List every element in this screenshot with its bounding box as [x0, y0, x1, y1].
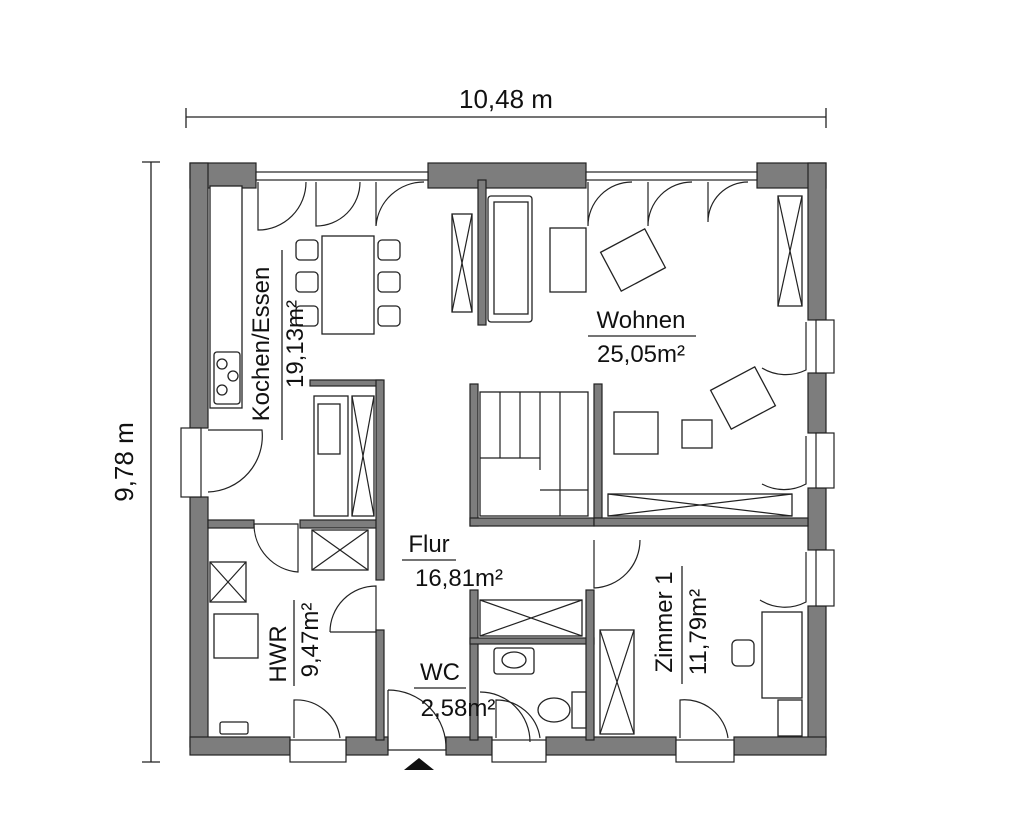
room-flur-name: Flur	[408, 531, 449, 558]
room-wohnen: Wohnen 25,05m²	[588, 307, 696, 368]
interior-walls	[207, 179, 809, 741]
room-hwr-area: 9,47m²	[297, 603, 324, 678]
dimension-width	[185, 108, 827, 128]
room-wc: WC 2,58m²	[414, 659, 495, 722]
dimension-height	[142, 161, 160, 763]
door-swings	[207, 181, 807, 770]
room-kochen-name: Kochen/Essen	[248, 267, 275, 422]
room-kochen: Kochen/Essen 19,13m²	[248, 250, 309, 440]
room-wohnen-name: Wohnen	[597, 307, 686, 334]
room-kochen-area: 19,13m²	[282, 300, 309, 388]
height-label: 9,78 m	[109, 422, 139, 502]
windows	[180, 171, 835, 763]
room-zimmer1: Zimmer 1 11,79m²	[651, 566, 712, 684]
width-label: 10,48 m	[459, 84, 553, 114]
room-hwr: HWR 9,47m²	[265, 600, 324, 686]
room-flur-area: 16,81m²	[415, 565, 503, 592]
furniture	[209, 185, 803, 737]
room-flur: Flur 16,81m²	[402, 531, 503, 592]
room-zimmer1-name: Zimmer 1	[651, 571, 678, 672]
exterior-walls	[189, 162, 827, 756]
room-wohnen-area: 25,05m²	[597, 341, 685, 368]
room-hwr-name: HWR	[265, 625, 292, 682]
room-wc-name: WC	[420, 659, 460, 686]
room-zimmer1-area: 11,79m²	[685, 589, 712, 675]
room-wc-area: 2,58m²	[421, 695, 496, 722]
